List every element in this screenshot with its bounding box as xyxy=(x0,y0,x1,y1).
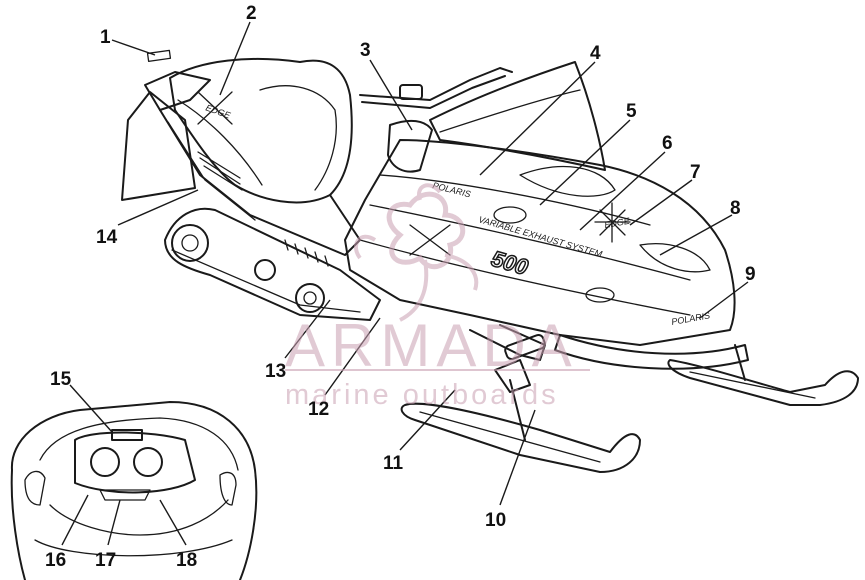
callout-13: 13 xyxy=(265,361,286,382)
hood-decals: POLARIS POLARIS 500 VARIABLE EXHAUST SYS… xyxy=(204,102,710,326)
callout-18: 18 xyxy=(176,550,197,571)
edge-emblem-seat xyxy=(197,91,233,125)
callout-4: 4 xyxy=(590,43,601,64)
leader-lines xyxy=(61,21,749,546)
watermark-emblem xyxy=(354,183,479,322)
callout-17: 17 xyxy=(95,550,116,571)
callout-3: 3 xyxy=(360,40,371,61)
callout-16: 16 xyxy=(45,550,66,571)
edge-emblem-side xyxy=(409,224,451,256)
callout-10: 10 xyxy=(485,510,506,531)
callout-14: 14 xyxy=(96,227,118,248)
edge-decal-hood: EDGE xyxy=(604,216,632,230)
callout-7: 7 xyxy=(690,162,701,183)
edge-emblem-hood xyxy=(594,202,631,243)
snowmobile-illustration: POLARIS POLARIS 500 VARIABLE EXHAUST SYS… xyxy=(121,58,859,473)
callout-15: 15 xyxy=(50,369,72,390)
watermark: ARMADA marine outboards xyxy=(285,183,590,411)
callout-5: 5 xyxy=(626,101,637,122)
watermark-title: ARMADA xyxy=(285,312,578,379)
callout-2: 2 xyxy=(246,3,257,24)
callout-6: 6 xyxy=(662,133,673,154)
callout-8: 8 xyxy=(730,198,741,219)
callout-labels: 1 2 3 4 5 6 7 8 9 10 11 12 13 14 15 16 1… xyxy=(45,3,756,571)
tunnel-vent-stripes xyxy=(197,151,329,267)
callout-11: 11 xyxy=(383,453,404,474)
callout-12: 12 xyxy=(308,399,329,420)
watermark-subtitle: marine outboards xyxy=(285,379,559,411)
callout-9: 9 xyxy=(745,264,756,285)
model-decal: 500 xyxy=(489,246,532,280)
callout-1: 1 xyxy=(100,27,111,48)
